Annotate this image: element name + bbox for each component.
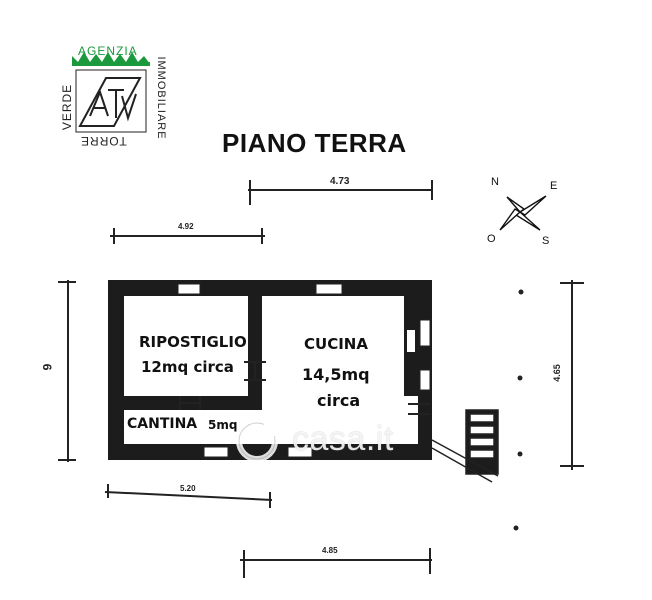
dimension-label-right: 4.65 <box>551 364 562 382</box>
dimension-label-bottom-inner: 5.20 <box>180 484 196 493</box>
room-cantina-name: CANTINA <box>127 416 198 432</box>
doors <box>179 361 430 415</box>
compass-east: E <box>550 180 558 192</box>
compass-north: N <box>491 176 499 188</box>
dimension-line-bottom-outer <box>240 548 432 578</box>
logo-top-text: AGENZIA <box>78 44 138 58</box>
kitchen-column-gap <box>407 330 415 352</box>
room-cucina-area: 14,5mq <box>302 365 370 384</box>
room-cucina-circa: circa <box>317 391 361 410</box>
floor-title: PIANO TERRA <box>222 128 407 158</box>
dimension-line-bottom-inner <box>104 484 273 508</box>
room-ripostiglio-area: 12mq circa <box>141 358 234 376</box>
dimension-line-left <box>58 280 76 462</box>
compass-west: O <box>487 233 496 245</box>
dimension-line-top-outer <box>248 180 433 205</box>
compass-south: S <box>542 235 550 247</box>
room-cucina-name: CUCINA <box>304 335 368 353</box>
watermark-logo-icon <box>236 420 278 462</box>
dimension-line-top-inner <box>110 228 265 244</box>
compass-icon <box>499 195 547 231</box>
exterior-stair <box>431 409 499 483</box>
dimension-label-top-outer: 4.73 <box>330 176 350 187</box>
agency-logo <box>70 52 156 138</box>
dimension-line-right <box>560 280 584 470</box>
room-interiors <box>124 296 418 444</box>
watermark-text: casa.it <box>292 420 394 458</box>
room-cantina-area: 5mq <box>208 418 238 432</box>
dimension-label-top-inner: 4.92 <box>178 222 194 231</box>
windows <box>177 283 431 458</box>
dimension-label-left: 9 <box>40 363 55 371</box>
site-dots <box>513 289 524 531</box>
room-ripostiglio-name: RIPOSTIGLIO <box>139 333 247 351</box>
dimension-label-bottom-outer: 4.85 <box>322 546 338 555</box>
